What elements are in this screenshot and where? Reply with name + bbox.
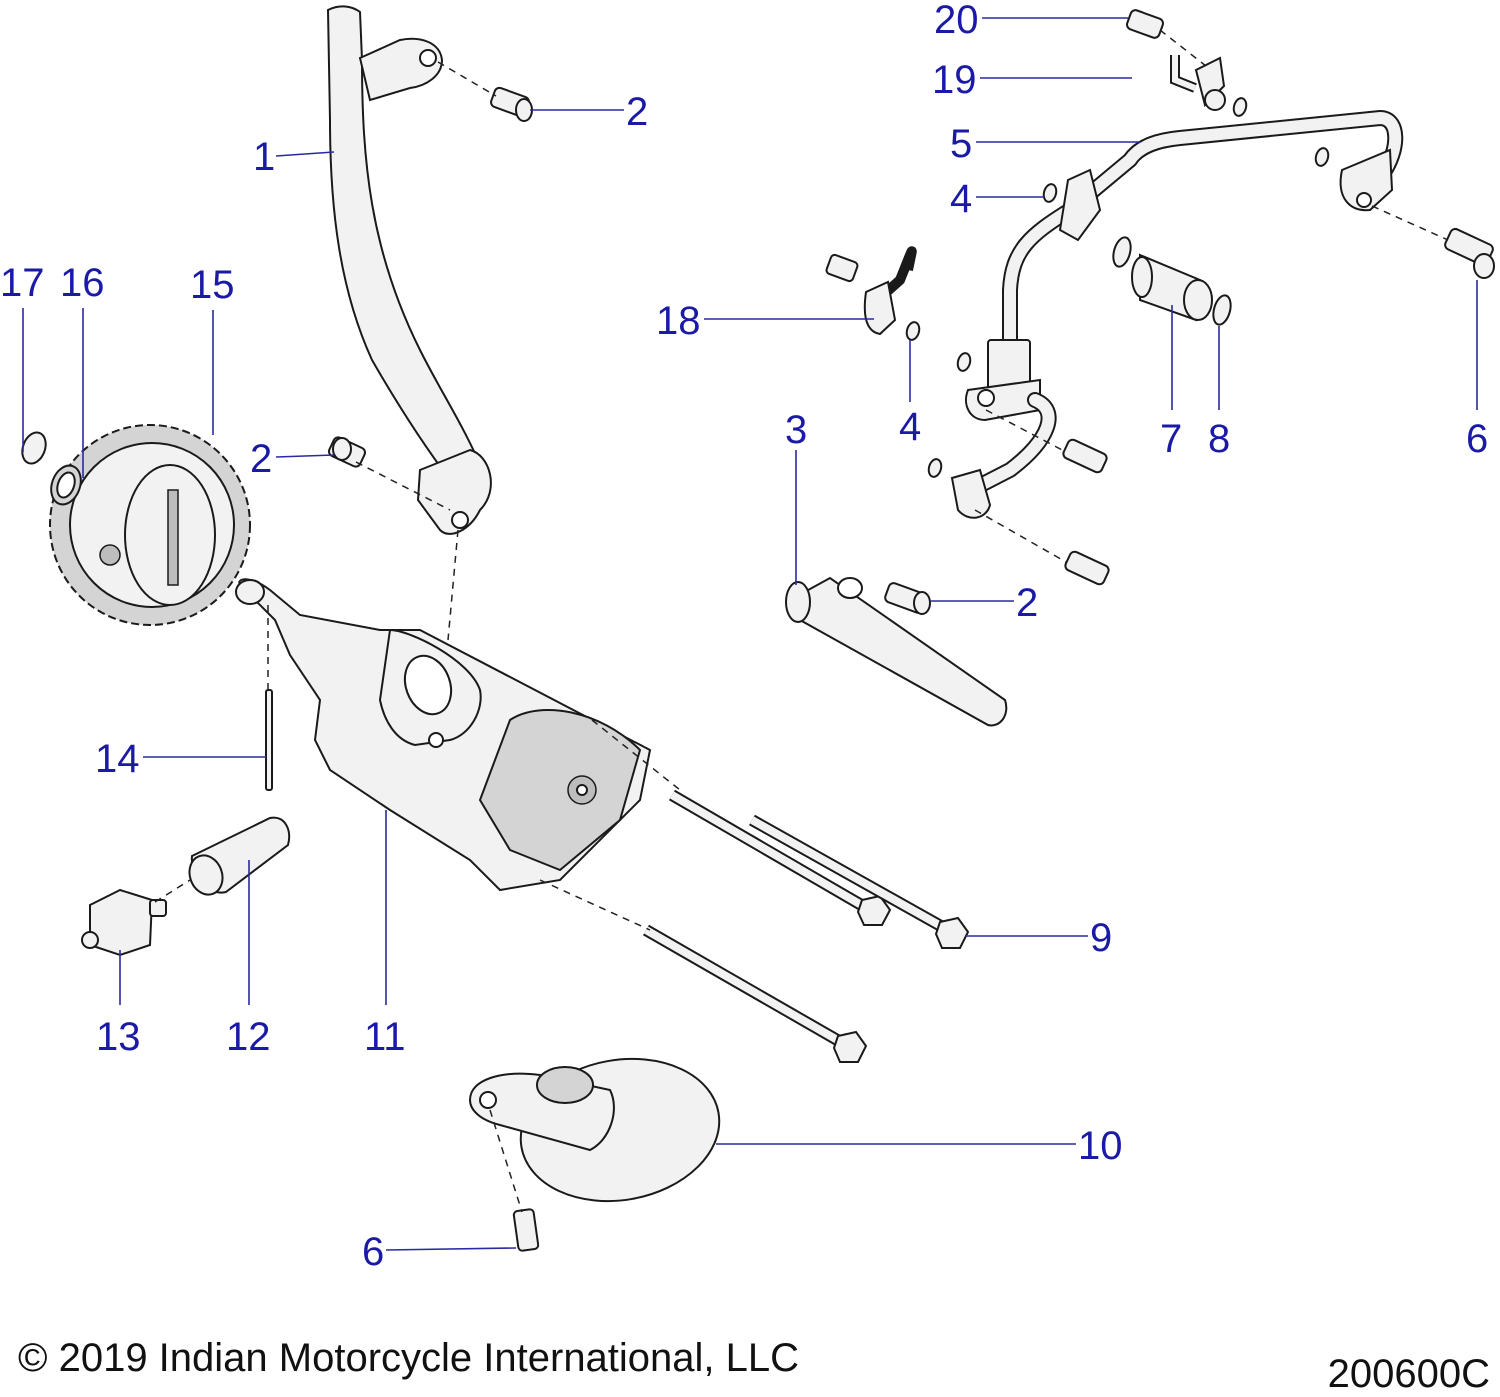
- callout-label: 11: [364, 1015, 406, 1059]
- long-bolt-part: [643, 924, 868, 1063]
- long-bolt-part: [749, 814, 970, 949]
- o-ring-part: [1314, 147, 1330, 167]
- callout-8: 8: [1208, 326, 1230, 461]
- callout-label: 2: [1016, 581, 1038, 625]
- callout-1: 1: [253, 135, 335, 179]
- callout-label: 17: [0, 261, 45, 305]
- copyright-notice: © 2019 Indian Motorcycle International, …: [18, 1336, 800, 1380]
- callout-label: 4: [899, 405, 921, 449]
- o-ring-part: [1212, 294, 1232, 326]
- callout-label: 18: [656, 299, 701, 343]
- o-ring-part: [1042, 183, 1058, 203]
- callout-17: 17: [0, 261, 45, 452]
- o-ring-part: [927, 458, 943, 478]
- callout-11: 11: [364, 810, 406, 1059]
- callout-label: 4: [950, 177, 972, 221]
- callout-2-left: 2: [250, 437, 335, 481]
- callout-6-right: 6: [1466, 280, 1488, 461]
- breather-fitting-part: [825, 246, 917, 336]
- callout-label: 15: [190, 263, 235, 307]
- callout-label: 10: [1078, 1124, 1123, 1168]
- o-ring-part: [1232, 97, 1248, 117]
- callout-label: 6: [1466, 417, 1488, 461]
- callout-label: 12: [226, 1015, 271, 1059]
- oil-pump-body-part: [235, 578, 652, 892]
- callout-2-right: 2: [930, 581, 1038, 625]
- callout-20: 20: [934, 0, 1128, 42]
- callout-label: 5: [950, 122, 972, 166]
- callout-label: 14: [95, 737, 140, 781]
- callout-2-top: 2: [530, 90, 648, 134]
- callout-5: 5: [950, 122, 1140, 166]
- callout-19: 19: [932, 58, 1132, 102]
- callout-4-top: 4: [950, 177, 1044, 221]
- callout-label: 3: [785, 408, 807, 452]
- o-ring-part: [905, 321, 921, 341]
- callout-18: 18: [656, 299, 874, 343]
- pickup-tube-short-part: [785, 576, 1008, 727]
- callout-label: 2: [626, 90, 648, 134]
- dowel-pin-part: [265, 689, 273, 791]
- bolt-part: [328, 436, 366, 468]
- callout-7: 7: [1160, 305, 1182, 461]
- callout-label: 13: [96, 1015, 141, 1059]
- screw-part: [1444, 227, 1495, 279]
- callout-label: 16: [60, 261, 105, 305]
- bolt-part: [884, 582, 931, 615]
- callout-6-bottom: 6: [362, 1230, 517, 1274]
- callout-label: 9: [1090, 916, 1112, 960]
- o-ring-part: [956, 352, 972, 372]
- callout-label: 2: [250, 437, 272, 481]
- screw-part: [1064, 550, 1110, 586]
- pressure-sensor-part: [81, 888, 167, 957]
- callout-9: 9: [966, 916, 1112, 960]
- screw-part: [1126, 9, 1164, 39]
- callout-label: 19: [932, 58, 977, 102]
- o-ring-part: [1112, 236, 1132, 268]
- adapter-fitting-part: [188, 816, 290, 896]
- callout-12: 12: [226, 860, 271, 1059]
- callout-13: 13: [96, 950, 141, 1059]
- screw-part: [1062, 438, 1108, 474]
- callout-label: 7: [1160, 417, 1182, 461]
- fitting-connector-part: [1131, 253, 1213, 322]
- callout-label: 20: [934, 0, 979, 42]
- callout-label: 6: [362, 1230, 384, 1274]
- callout-label: 8: [1208, 417, 1230, 461]
- bolt-part: [490, 86, 533, 122]
- assembly-dashed-lines: [154, 29, 1449, 1213]
- drive-gear-part: [49, 424, 251, 626]
- callout-label: 1: [253, 135, 275, 179]
- callout-10: 10: [716, 1124, 1123, 1168]
- oil-pickup-screen-part: [468, 1057, 721, 1203]
- breather-fitting-part: [1170, 55, 1226, 111]
- callout-16: 16: [60, 261, 105, 478]
- screw-part: [512, 1208, 540, 1252]
- callout-14: 14: [95, 737, 266, 781]
- drawing-number: 200600C: [1327, 1352, 1490, 1396]
- long-bolt-part: [668, 789, 892, 926]
- callout-3: 3: [785, 408, 807, 585]
- pickup-tube-part: [326, 5, 492, 535]
- callout-15: 15: [190, 263, 235, 435]
- washer-part: [50, 464, 82, 506]
- oil-line-part: [950, 109, 1404, 519]
- callout-4-mid: 4: [899, 340, 921, 449]
